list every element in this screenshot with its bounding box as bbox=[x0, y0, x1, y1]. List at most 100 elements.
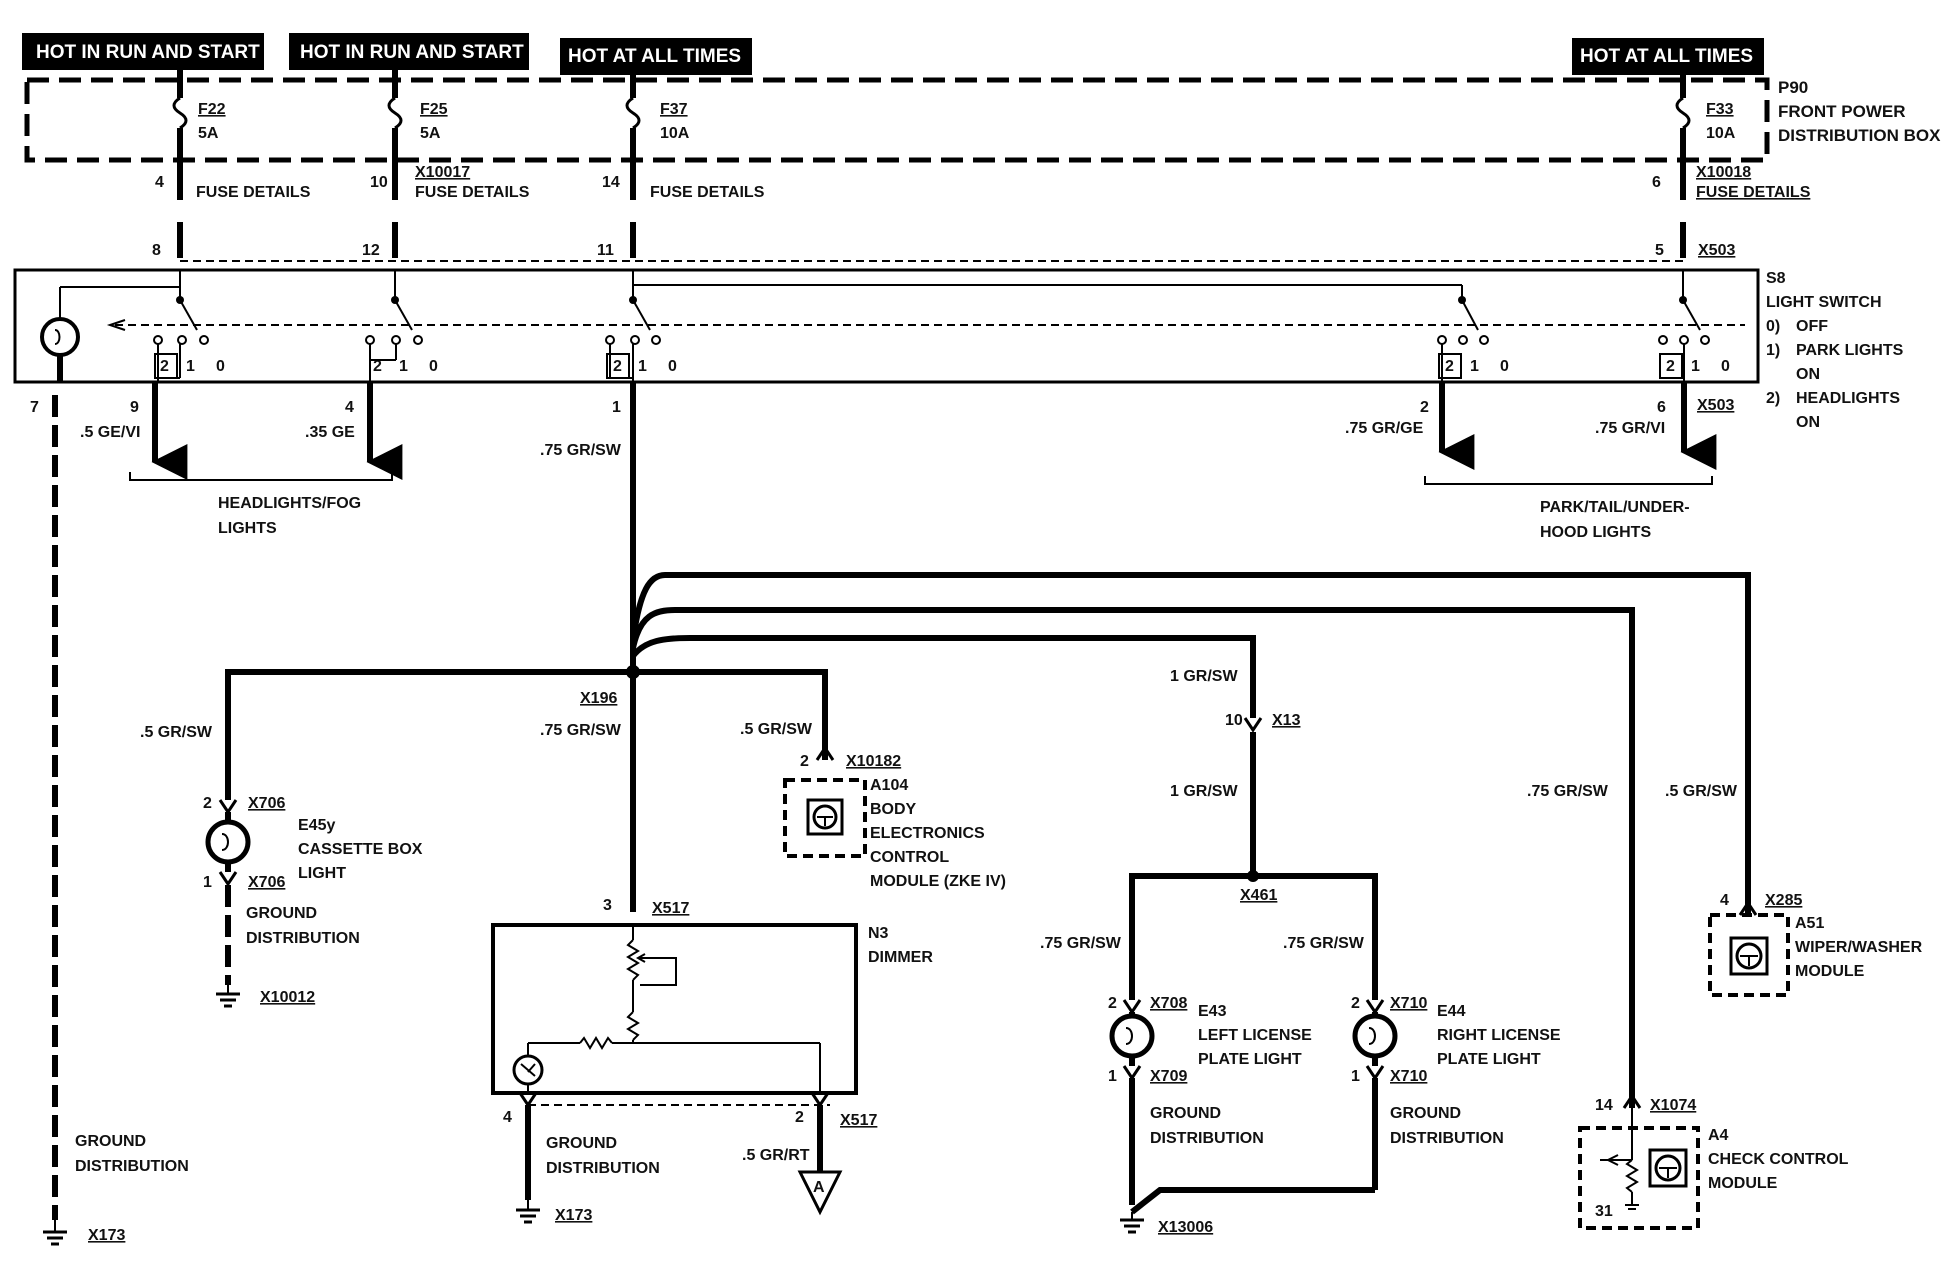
e43-left-license-light: 2 X708 1 X709 E43 LEFT LICENSE PLATE LIG… bbox=[1108, 995, 1312, 1205]
switch-contact-1: 2 1 0 bbox=[153, 296, 225, 382]
component-name: MODULE bbox=[1708, 1175, 1778, 1192]
wire-label: .75 GR/SW bbox=[1040, 935, 1122, 952]
fuse-box-name-1: FRONT POWER bbox=[1778, 102, 1906, 121]
left-ground-wire: GROUND DISTRIBUTION X173 bbox=[43, 395, 189, 1246]
pin-label: 2 bbox=[203, 795, 212, 812]
legend-num: 1) bbox=[1766, 342, 1780, 359]
switch-input-labels: 8 12 11 5 X503 bbox=[152, 242, 1735, 259]
ground-label: GROUND bbox=[1150, 1105, 1221, 1122]
pos-label: 2 bbox=[1666, 358, 1675, 375]
fuse-box-id: P90 bbox=[1778, 78, 1808, 97]
legend-text: HEADLIGHTS bbox=[1796, 390, 1900, 407]
pos-label: 1 bbox=[1470, 358, 1479, 375]
component-id: E44 bbox=[1437, 1003, 1466, 1020]
component-name: DIMMER bbox=[868, 949, 933, 966]
pos-label: 2 bbox=[373, 358, 382, 375]
ground-icon bbox=[1120, 1212, 1144, 1234]
wire-label: .5 GR/RT bbox=[742, 1147, 810, 1164]
ground-icon bbox=[43, 1220, 67, 1246]
pos-label: 0 bbox=[216, 358, 225, 375]
legend-text: PARK LIGHTS bbox=[1796, 342, 1904, 359]
pin-label: 1 bbox=[1351, 1068, 1360, 1085]
pin-label: 2 bbox=[1420, 399, 1429, 416]
e44-right-license-light: 2 X710 1 X710 E44 RIGHT LICENSE PLATE LI… bbox=[1351, 995, 1561, 1190]
component-name: MODULE bbox=[1795, 963, 1865, 980]
fuse-id: F25 bbox=[420, 101, 448, 118]
fuse-details-label: FUSE DETAILS bbox=[1696, 184, 1811, 201]
wire-label: .75 GR/SW bbox=[1283, 935, 1365, 952]
wire-label: .5 GE/VI bbox=[80, 424, 140, 441]
ground-label: GROUND bbox=[1390, 1105, 1461, 1122]
n3-dimmer: 3 X517 N3 DIMMER 4 GROUND DISTRIBUTION bbox=[491, 897, 933, 1224]
component-name: BODY bbox=[870, 801, 917, 818]
component-name: LEFT LICENSE bbox=[1198, 1027, 1312, 1044]
header-tag-f22: HOT IN RUN AND START bbox=[22, 33, 264, 70]
fuse-rating: 10A bbox=[1706, 125, 1736, 142]
legend-text: OFF bbox=[1796, 318, 1828, 335]
group-label: LIGHTS bbox=[218, 520, 277, 537]
connector-label: X706 bbox=[248, 795, 285, 812]
ref-label: A bbox=[813, 1179, 825, 1196]
pos-label: 0 bbox=[1721, 358, 1730, 375]
switch-contact-3: 2 1 0 bbox=[605, 296, 677, 382]
connector-label: X709 bbox=[1150, 1068, 1187, 1085]
pos-label: 0 bbox=[429, 358, 438, 375]
connector-label: X503 bbox=[1698, 242, 1735, 259]
connector-label: X517 bbox=[840, 1112, 877, 1129]
component-id: A104 bbox=[870, 777, 908, 794]
ground-id: X173 bbox=[88, 1227, 125, 1244]
pin-label: 2 bbox=[800, 753, 809, 770]
pin-label: 4 bbox=[1720, 892, 1729, 909]
pin-label: 11 bbox=[597, 242, 614, 259]
splice-id: X461 bbox=[1240, 887, 1277, 904]
component-name: MODULE (ZKE IV) bbox=[870, 873, 1006, 890]
wire-label: .75 GR/SW bbox=[540, 722, 622, 739]
component-id: E45y bbox=[298, 817, 335, 834]
switch-output-labels: 7 9 .5 GE/VI 4 .35 GE 1 .75 GR/SW 2 .75 … bbox=[30, 397, 1734, 459]
fuse-box-p90: P90 FRONT POWER DISTRIBUTION BOX bbox=[24, 77, 1941, 163]
switch-output-wires bbox=[151, 382, 1717, 480]
fuse-rating: 10A bbox=[660, 125, 690, 142]
header-text: HOT IN RUN AND START bbox=[36, 42, 260, 63]
a104-body-electronics: 2 X10182 A104 BODY ELECTRONICS CONTROL M… bbox=[783, 745, 1006, 890]
component-name: ELECTRONICS bbox=[870, 825, 985, 842]
header-text: HOT AT ALL TIMES bbox=[568, 46, 741, 67]
pin-label: 6 bbox=[1652, 174, 1661, 191]
connector-label: X10018 bbox=[1696, 164, 1751, 181]
fuse-details-label: FUSE DETAILS bbox=[415, 184, 530, 201]
connector-label: X285 bbox=[1765, 892, 1802, 909]
pos-label: 0 bbox=[1500, 358, 1509, 375]
fuse-f25: F25 5A bbox=[387, 70, 448, 170]
switch-contact-2: 2 1 0 bbox=[365, 296, 438, 382]
pin-label: 7 bbox=[30, 399, 39, 416]
fuse-id: F22 bbox=[198, 101, 226, 118]
pos-label: 2 bbox=[613, 358, 622, 375]
connector-label: X1074 bbox=[1650, 1097, 1696, 1114]
component-name: WIPER/WASHER bbox=[1795, 939, 1923, 956]
header-tag-f37: HOT AT ALL TIMES bbox=[560, 38, 752, 75]
ground-id: X10012 bbox=[260, 989, 315, 1006]
ground-label: GROUND bbox=[546, 1135, 617, 1152]
pos-label: 1 bbox=[186, 358, 195, 375]
fuse-id: F33 bbox=[1706, 101, 1734, 118]
connector-label: X13 bbox=[1272, 712, 1301, 729]
component-name: CONTROL bbox=[870, 849, 949, 866]
fuse-to-switch-wires bbox=[177, 170, 1686, 262]
ground-label: GROUND bbox=[75, 1133, 146, 1150]
component-name: RIGHT LICENSE bbox=[1437, 1027, 1561, 1044]
wire-label: .75 GR/SW bbox=[1527, 783, 1609, 800]
fuse-f22: F22 5A bbox=[172, 70, 226, 170]
fuse-output-labels: 4 FUSE DETAILS 10 X10017 FUSE DETAILS 14… bbox=[155, 164, 1811, 201]
pin-label: 31 bbox=[1595, 1203, 1613, 1220]
pin-label: 4 bbox=[155, 174, 164, 191]
header-tag-f33: HOT AT ALL TIMES bbox=[1572, 38, 1764, 75]
pin-label: 14 bbox=[1595, 1097, 1613, 1114]
ground-icon bbox=[516, 1200, 540, 1224]
component-id: N3 bbox=[868, 925, 889, 942]
ground-id: X173 bbox=[555, 1207, 592, 1224]
ground-icon bbox=[216, 985, 240, 1008]
pin-label: 14 bbox=[602, 174, 620, 191]
wire-label: .75 GR/GE bbox=[1345, 420, 1424, 437]
wire-label: .5 GR/SW bbox=[1665, 783, 1738, 800]
switch-name: LIGHT SWITCH bbox=[1766, 294, 1882, 311]
